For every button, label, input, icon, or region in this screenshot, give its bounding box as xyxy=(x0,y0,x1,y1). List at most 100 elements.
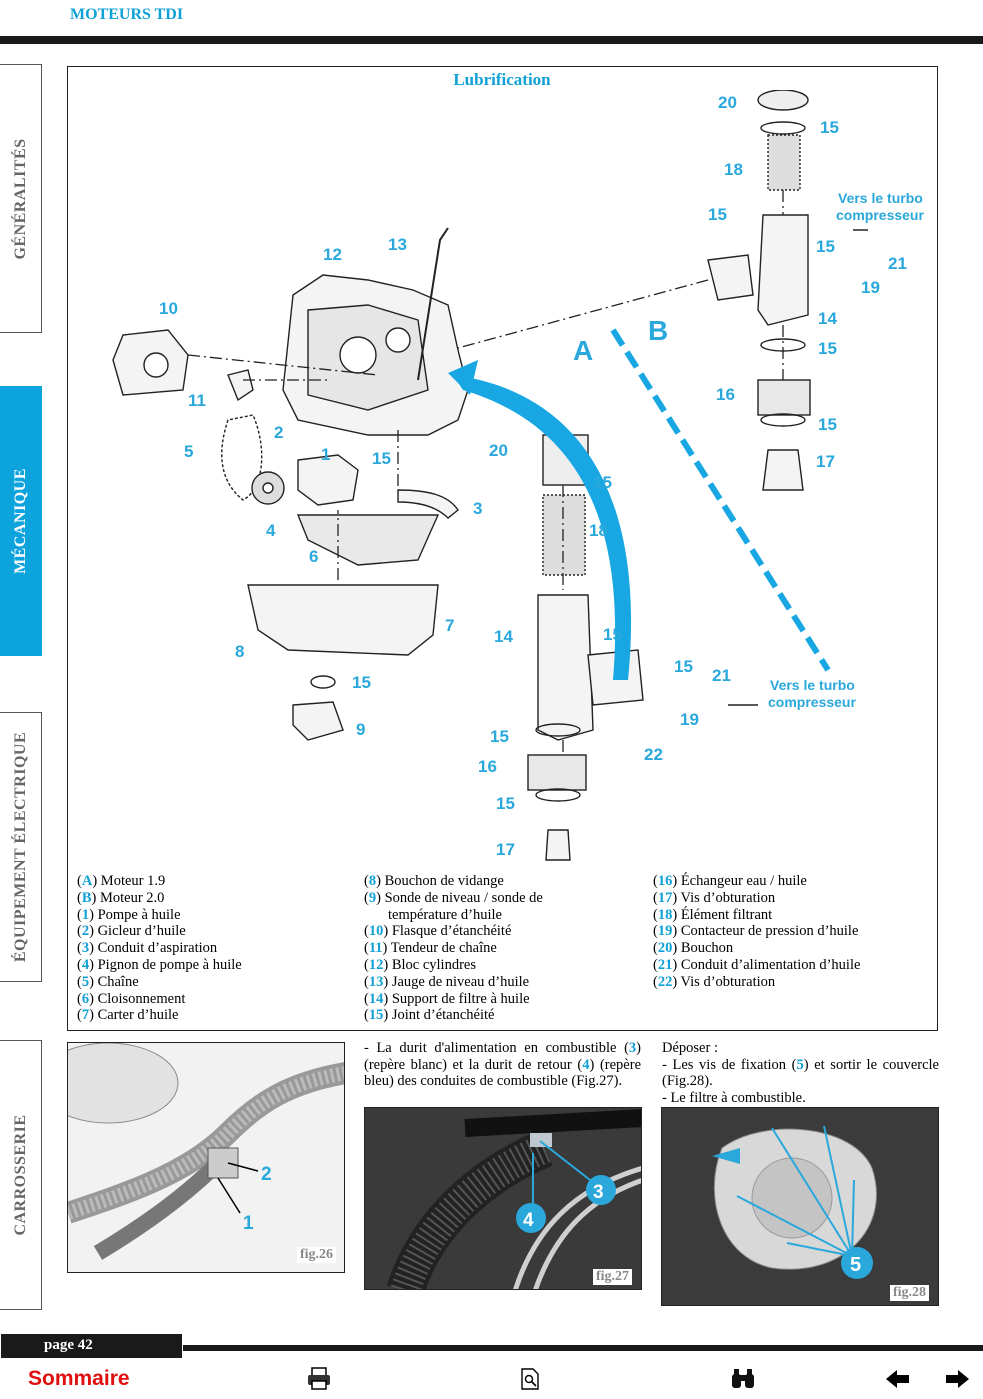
legend-item: (6) Cloisonnement xyxy=(77,990,186,1007)
filter-housing-a-drawing xyxy=(537,594,594,741)
fig27-callout-4: 4 xyxy=(523,1210,534,1231)
header-rule xyxy=(0,36,983,44)
legend-item: (3) Conduit d’aspiration xyxy=(77,940,218,957)
tab-equipement-electrique[interactable]: ÉQUIPEMENT ÉLECTRIQUE xyxy=(0,712,42,982)
legend-item: (4) Pignon de pompe à huile xyxy=(77,956,242,973)
legend-item: (10) Flasque d’étanchéité xyxy=(364,923,512,940)
callout-19: 19 xyxy=(861,278,880,297)
callout-5: 5 xyxy=(184,442,193,461)
fig27-photo: 3 4 fig.27 xyxy=(364,1107,642,1290)
tab-mecanique[interactable]: MÉCANIQUE xyxy=(0,386,42,656)
callout-15: 15 xyxy=(593,473,612,492)
legend-item: (15) Joint d’étanchéité xyxy=(364,1007,495,1024)
callout-15: 15 xyxy=(674,657,693,676)
callout-12: 12 xyxy=(323,245,342,264)
callout-15: 15 xyxy=(352,673,371,692)
oil-cooler-b-drawing xyxy=(757,379,811,416)
diagram-title: Lubrification xyxy=(453,70,551,89)
legend-item: (5) Chaîne xyxy=(77,973,139,990)
callout-8: 8 xyxy=(235,642,244,661)
callout-1: 1 xyxy=(321,445,330,464)
legend-item: (A) Moteur 1.9 xyxy=(77,873,166,889)
tab-generalites[interactable]: GÉNÉRALITÉS xyxy=(0,64,42,333)
tab-label: ÉQUIPEMENT ÉLECTRIQUE xyxy=(11,731,29,963)
callout-15: 15 xyxy=(820,118,839,137)
legend-column-1: (A) Moteur 1.9 (B) Moteur 2.0 (1) Pompe … xyxy=(77,873,357,1024)
turbo-label-a-line1: Vers le turbo xyxy=(770,677,855,693)
tab-carrosserie[interactable]: CARROSSERIE xyxy=(0,1040,42,1310)
filter-cap-b-drawing xyxy=(757,90,809,111)
legend-item: (1) Pompe à huile xyxy=(77,906,181,923)
fig28-photo: 5 fig.28 xyxy=(661,1107,939,1306)
callout-2: 2 xyxy=(274,423,283,442)
footer-rule xyxy=(0,1345,983,1351)
legend-item: (21) Conduit d’alimentation d’huile xyxy=(653,956,861,973)
legend-item: (19) Contacteur de pression d’huile xyxy=(653,923,859,940)
callout-14: 14 xyxy=(494,627,513,646)
callout-22: 22 xyxy=(644,745,663,764)
legend-item: (20) Bouchon xyxy=(653,940,734,957)
callout-18: 18 xyxy=(589,521,608,540)
callout-3: 3 xyxy=(473,499,482,518)
callout-17: 17 xyxy=(816,452,835,471)
legend-item: (B) Moteur 2.0 xyxy=(77,889,165,906)
legend-item: (16) Échangeur eau / huile xyxy=(653,873,807,889)
callout-15: 15 xyxy=(818,415,837,434)
legend-item: (14) Support de filtre à huile xyxy=(364,990,530,1007)
turbo-label-b-line2: compresseur xyxy=(836,207,924,223)
lubrification-exploded-diagram: A B Vers le turbo compresseur Vers le tu… xyxy=(112,90,924,861)
legend-item: (12) Bloc cylindres xyxy=(364,956,476,973)
legend-item-continuation: température d’huile xyxy=(388,906,502,923)
callout-15: 15 xyxy=(818,339,837,358)
callout-15: 15 xyxy=(372,449,391,468)
callout-21: 21 xyxy=(712,666,731,685)
tab-label: GÉNÉRALITÉS xyxy=(11,137,29,260)
legend-item: (9) Sonde de niveau / sonde de xyxy=(364,889,543,906)
callout-16: 16 xyxy=(716,385,735,404)
callout-20: 20 xyxy=(489,441,508,460)
fig28-callout-5: 5 xyxy=(850,1254,861,1276)
callout-4: 4 xyxy=(266,521,276,540)
fig26-callout-1: 1 xyxy=(243,1213,254,1234)
arrow-right-icon[interactable] xyxy=(943,1366,971,1392)
turbo-label-b-line1: Vers le turbo xyxy=(838,190,923,206)
instruction-paragraph-fuel-hoses: - La durit d'alimentation en combustible… xyxy=(364,1040,641,1089)
legend-item: (22) Vis d’obturation xyxy=(653,973,776,990)
fig28-label: fig.28 xyxy=(890,1285,930,1301)
callout-20: 20 xyxy=(718,93,737,112)
legend-item: (7) Carter d’huile xyxy=(77,1007,179,1024)
legend-item: (8) Bouchon de vidange xyxy=(364,873,504,889)
callout-11: 11 xyxy=(188,391,206,410)
fig27-label: fig.27 xyxy=(593,1269,633,1285)
callout-15: 15 xyxy=(816,237,835,256)
callout-14: 14 xyxy=(818,309,837,328)
filter-element-a-drawing xyxy=(542,494,586,576)
section-label-a: A xyxy=(573,335,593,366)
callout-21: 21 xyxy=(888,254,907,273)
callout-16: 16 xyxy=(478,757,497,776)
lubrification-panel xyxy=(67,66,938,1031)
binoculars-icon[interactable] xyxy=(729,1366,757,1392)
callout-9: 9 xyxy=(356,720,365,739)
callout-15: 15 xyxy=(603,625,622,644)
callout-17: 17 xyxy=(496,840,515,859)
fig26-label: fig.26 xyxy=(297,1247,337,1263)
legend-item: (13) Jauge de niveau d’huile xyxy=(364,973,530,990)
filter-element-b-drawing xyxy=(767,134,801,191)
callout-15: 15 xyxy=(496,794,515,813)
printer-icon[interactable] xyxy=(305,1366,333,1392)
page-number: page 42 xyxy=(44,1337,93,1353)
zoom-page-icon[interactable] xyxy=(516,1366,544,1392)
callout-19: 19 xyxy=(680,710,699,729)
legend-column-2: (8) Bouchon de vidange (9) Sonde de nive… xyxy=(364,873,644,1024)
legend-item: (17) Vis d’obturation xyxy=(653,889,776,906)
sommaire-link[interactable]: Sommaire xyxy=(28,1367,130,1390)
arrow-left-icon[interactable] xyxy=(884,1366,912,1392)
tab-label: CARROSSERIE xyxy=(11,1114,29,1236)
callout-18: 18 xyxy=(724,160,743,179)
oil-pan-drawing xyxy=(247,584,439,656)
legend-item: (11) Tendeur de chaîne xyxy=(364,940,497,957)
callout-7: 7 xyxy=(445,616,454,635)
filter-housing-b-drawing xyxy=(757,214,809,326)
instruction-paragraph-remove: Déposer : - Les vis de fixation (5) et s… xyxy=(662,1040,939,1106)
